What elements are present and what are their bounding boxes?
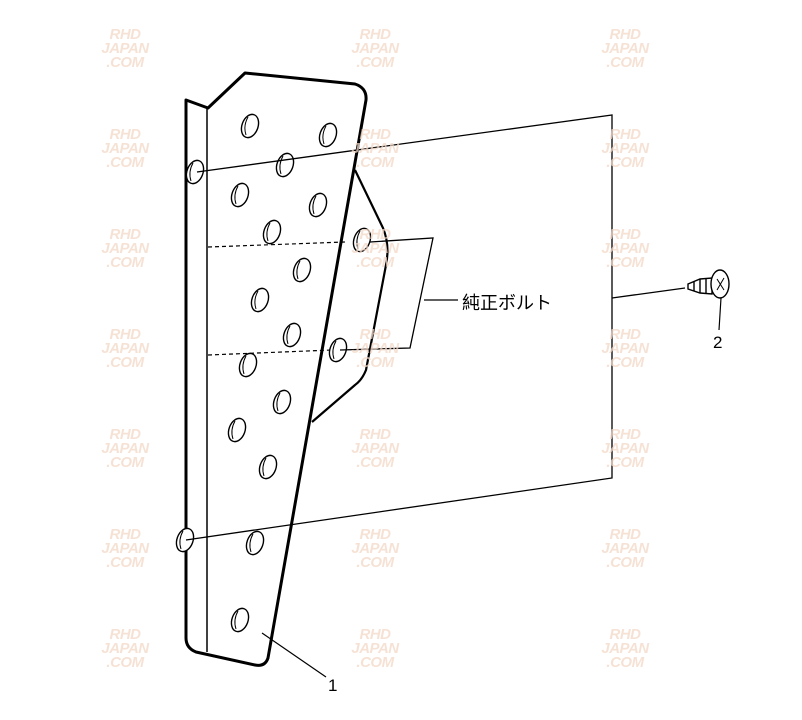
callout-1: 1 (328, 676, 338, 695)
hole-inner-edge (286, 325, 291, 345)
hole (245, 530, 265, 556)
hole (238, 352, 258, 378)
hole (318, 122, 338, 148)
hole-inner-edge (332, 340, 337, 360)
hole (308, 192, 328, 218)
dashed-line (207, 349, 333, 356)
hole-inner-edge (322, 125, 327, 145)
hole-inner-edge (266, 222, 271, 242)
hole (292, 257, 312, 283)
callout-2: 2 (713, 333, 723, 352)
stock-bolt-leader (339, 237, 434, 351)
callout-1-leader (261, 632, 327, 678)
hole (250, 287, 270, 313)
hole-inner-edge (254, 290, 259, 310)
plate-holes (175, 113, 372, 633)
bolt-leader-box (185, 114, 613, 541)
hole-inner-edge (234, 610, 239, 630)
hole-inner-edge (312, 195, 317, 215)
hole (352, 227, 372, 253)
stock-bolt-label: 純正ボルト (462, 293, 552, 313)
hole-inner-edge (242, 355, 247, 375)
bracket-outline (311, 169, 389, 423)
hole (175, 527, 195, 553)
hole (185, 159, 205, 185)
hole (240, 113, 260, 139)
hole-inner-edge (276, 392, 281, 412)
hole-inner-edge (249, 533, 254, 553)
hole-inner-edge (296, 260, 301, 280)
hole (282, 322, 302, 348)
hole (227, 417, 247, 443)
hole-inner-edge (179, 530, 184, 550)
screw-icon (687, 269, 730, 299)
hole (328, 337, 348, 363)
hole-inner-edge (279, 155, 284, 175)
hole (230, 182, 250, 208)
hole (275, 152, 295, 178)
callout-2-leader (718, 297, 722, 331)
step-plate-outline (184, 71, 368, 667)
hole-inner-edge (231, 420, 236, 440)
hole (272, 389, 292, 415)
hole-inner-edge (262, 457, 267, 477)
hole-inner-edge (356, 230, 361, 250)
hole (230, 607, 250, 633)
hole (262, 219, 282, 245)
bolt-leader (611, 287, 686, 299)
hole (258, 454, 278, 480)
hole-inner-edge (189, 162, 194, 182)
dashed-line (207, 241, 346, 248)
hole-inner-edge (234, 185, 239, 205)
hole-inner-edge (244, 116, 249, 136)
